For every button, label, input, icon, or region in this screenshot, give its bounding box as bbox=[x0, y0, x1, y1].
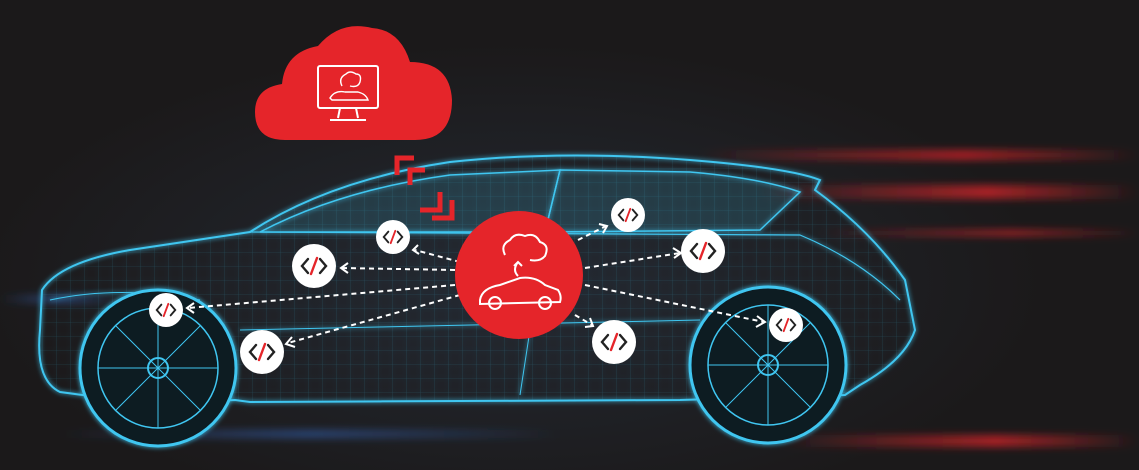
code-brackets-icon bbox=[382, 229, 404, 245]
car-update-icon bbox=[479, 233, 562, 310]
data-flow-arrows bbox=[187, 225, 765, 344]
front-wheel bbox=[78, 288, 238, 448]
cloud-monitor-icon bbox=[317, 65, 379, 121]
rear-wheel bbox=[688, 285, 848, 445]
code-brackets-icon bbox=[689, 241, 717, 261]
code-node bbox=[240, 330, 284, 374]
code-node bbox=[376, 220, 410, 254]
code-node bbox=[292, 244, 336, 288]
code-node bbox=[149, 293, 183, 327]
arrowheads bbox=[185, 223, 767, 348]
code-brackets-icon bbox=[155, 302, 177, 318]
code-brackets-icon bbox=[775, 317, 797, 333]
cloud-server bbox=[255, 26, 452, 141]
code-node bbox=[592, 320, 636, 364]
code-brackets-icon bbox=[248, 342, 276, 362]
code-brackets-icon bbox=[617, 207, 639, 223]
ota-hub bbox=[455, 211, 583, 339]
code-node bbox=[681, 229, 725, 273]
code-brackets-icon bbox=[600, 332, 628, 352]
code-node bbox=[611, 198, 645, 232]
code-node bbox=[769, 308, 803, 342]
code-brackets-icon bbox=[300, 256, 328, 276]
transfer-signal-icon bbox=[394, 155, 455, 221]
